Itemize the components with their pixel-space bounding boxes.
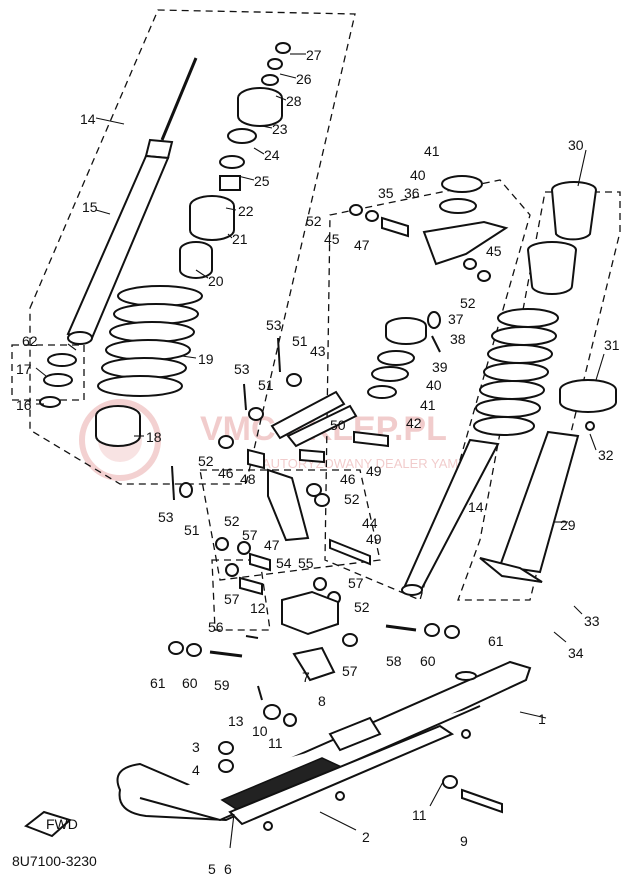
callout-59: 59	[214, 677, 230, 693]
callout-51-c: 51	[184, 522, 200, 538]
callout-26: 26	[296, 71, 312, 87]
callout-52-left: 52	[224, 513, 240, 529]
ski-pivot-assembly	[168, 537, 460, 773]
callout-1: 1	[538, 711, 546, 727]
callout-39: 39	[432, 359, 448, 375]
callout-62: 62	[22, 333, 38, 349]
callout-8: 8	[318, 693, 326, 709]
callout-21: 21	[232, 231, 248, 247]
callout-57-right: 57	[348, 575, 364, 591]
watermark: VMC SKLEP.PL AUTORYZOWANY DEALER YAMAHA	[79, 399, 485, 481]
callout-36: 36	[404, 185, 420, 201]
callout-12: 12	[250, 600, 266, 616]
callout-19: 19	[198, 351, 214, 367]
callout-13: 13	[228, 713, 244, 729]
callout-58: 58	[386, 653, 402, 669]
callout-52-link: 52	[344, 491, 360, 507]
callout-49-lower: 49	[366, 531, 382, 547]
callout-42: 42	[406, 415, 422, 431]
callout-44: 44	[362, 515, 378, 531]
callout-60-left: 60	[182, 675, 198, 691]
callout-25: 25	[254, 173, 270, 189]
callout-38: 38	[450, 331, 466, 347]
callout-6: 6	[224, 861, 232, 877]
callout-57-top: 57	[242, 527, 258, 543]
coil-spring-right	[473, 308, 559, 436]
callout-51-b: 51	[258, 377, 274, 393]
callout-47-top: 47	[354, 237, 370, 253]
callout-23: 23	[272, 121, 288, 137]
coil-spring-19	[97, 285, 203, 397]
callout-46-left: 46	[218, 465, 234, 481]
callout-30: 30	[568, 137, 584, 153]
callout-51-a: 51	[292, 333, 308, 349]
callout-60-right: 60	[420, 653, 436, 669]
callout-18: 18	[146, 429, 162, 445]
callout-41: 41	[420, 397, 436, 413]
right-shock-absorber	[401, 181, 617, 596]
callout-45-right: 45	[486, 243, 502, 259]
callout-52-low: 52	[354, 599, 370, 615]
callout-11-ski: 11	[412, 807, 427, 823]
callout-14-left: 14	[80, 111, 96, 127]
callout-61-right: 61	[488, 633, 504, 649]
callout-50: 50	[330, 417, 346, 433]
callout-41-top: 41	[424, 143, 440, 159]
callout-52-top: 52	[306, 213, 322, 229]
callout-29: 29	[560, 517, 576, 533]
callout-11: 11	[268, 735, 283, 751]
callout-40-top: 40	[410, 167, 426, 183]
callout-57-low: 57	[342, 663, 358, 679]
upper-linkage	[349, 175, 509, 399]
callout-53-a: 53	[266, 317, 282, 333]
callout-37: 37	[448, 311, 464, 327]
callout-33: 33	[584, 613, 600, 629]
callout-14-right: 14	[468, 499, 484, 515]
callout-10: 10	[252, 723, 268, 739]
fwd-direction-icon: FWD	[23, 810, 78, 838]
callout-31: 31	[604, 337, 620, 353]
callout-27: 27	[306, 47, 322, 63]
callout-32: 32	[598, 447, 614, 463]
callout-56: 56	[208, 619, 224, 635]
callout-35: 35	[378, 185, 394, 201]
callout-46-right: 46	[340, 471, 356, 487]
callout-28: 28	[286, 93, 302, 109]
callout-52-mid: 52	[198, 453, 214, 469]
leader-lines	[35, 53, 605, 849]
callout-24: 24	[264, 147, 280, 163]
callout-53-b: 53	[234, 361, 250, 377]
ski	[116, 660, 532, 831]
left-shock-absorber	[66, 57, 198, 345]
callout-17: 17	[16, 361, 32, 377]
callout-45-left: 45	[324, 231, 340, 247]
callout-20: 20	[208, 273, 224, 289]
callout-54: 54	[276, 555, 292, 571]
callout-43: 43	[310, 343, 326, 359]
callout-16: 16	[16, 397, 32, 413]
callout-15: 15	[82, 199, 98, 215]
callout-34: 34	[568, 645, 584, 661]
callout-2: 2	[362, 829, 370, 845]
fwd-label: FWD	[46, 816, 78, 832]
callout-53-c: 53	[158, 509, 174, 525]
callout-55: 55	[298, 555, 314, 571]
callout-48: 48	[240, 471, 256, 487]
left-spring-stack	[39, 42, 291, 447]
callout-5: 5	[208, 861, 216, 877]
callout-47: 47	[264, 537, 280, 553]
callout-9: 9	[460, 833, 468, 849]
callout-22: 22	[238, 203, 254, 219]
callout-57-left: 57	[224, 591, 240, 607]
callout-49-upper: 49	[366, 463, 382, 479]
callout-7: 7	[302, 669, 310, 685]
callout-4: 4	[192, 762, 200, 778]
callout-52-right: 52	[460, 295, 476, 311]
callout-labels: 1 2 3 4 5 6 7 8 9 10 11 12 13 14 15 16 1…	[16, 47, 620, 877]
callout-40: 40	[426, 377, 442, 393]
diagram-code: 8U7100-3230	[12, 853, 97, 869]
callout-61-left: 61	[150, 675, 166, 691]
callout-3: 3	[192, 739, 200, 755]
